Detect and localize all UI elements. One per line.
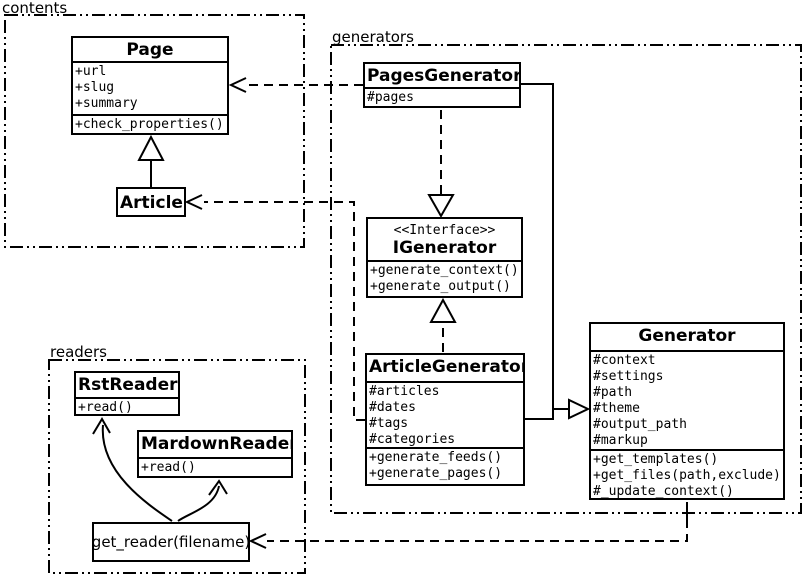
class-generator-methods: +get_templates() +get_files(path,exclude… (591, 451, 783, 498)
edge-articlegenerator-depends-article (184, 194, 365, 421)
function-box-get-reader: get_reader(filename) (92, 522, 250, 562)
class-article: Article (116, 187, 186, 217)
class-igenerator-head: <<Interface>> IGenerator (368, 219, 521, 262)
class-attribute: +slug (75, 80, 115, 95)
edge-getreader-to-mardownreader (177, 479, 228, 522)
class-method: +check_properties() (75, 117, 224, 132)
edge-article-inherits-page (137, 134, 165, 187)
class-method: +get_files(path,exclude) (593, 468, 781, 483)
edge-articlegenerator-inherits-generator (525, 398, 591, 420)
edge-pagesgenerator-realizes-igenerator (427, 110, 455, 219)
edge-articlegenerator-realizes-igenerator (429, 297, 457, 352)
edge-pagesgenerator-inherits-generator (521, 83, 554, 419)
class-method: +read() (141, 460, 196, 475)
class-igenerator-title: IGenerator (392, 238, 497, 258)
class-attribute: +url (75, 64, 107, 79)
edge-pagesgenerator-depends-page (228, 77, 363, 93)
class-attribute: #dates (369, 400, 416, 415)
interface-stereotype: <<Interface>> (393, 223, 496, 238)
class-generator: Generator #context #settings #path #them… (589, 322, 785, 500)
class-articlegenerator-attributes: #articles #dates #tags #categories (367, 383, 523, 449)
class-pagesgenerator-attributes: #pages (365, 89, 519, 106)
class-mardownreader: MardownReader +read() (137, 430, 293, 478)
class-page-methods: +check_properties() (73, 116, 227, 133)
class-method: #_update_context() (593, 484, 734, 498)
class-igenerator-methods: +generate_context() +generate_output() (368, 262, 521, 296)
package-border-generators (330, 44, 802, 514)
package-border-readers (48, 359, 306, 574)
class-page: Page +url +slug +summary +check_properti… (71, 36, 229, 135)
class-attribute: #context (593, 353, 656, 368)
class-attribute: #path (593, 385, 633, 400)
edge-getreader-to-rstreader (92, 417, 173, 522)
package-label-contents: contents (2, 0, 68, 17)
class-method: +generate_feeds() (369, 450, 503, 465)
class-attribute: #categories (369, 432, 456, 447)
class-generator-attributes: #context #settings #path #theme #output_… (591, 352, 783, 451)
class-pagesgenerator: PagesGenerator #pages (363, 62, 521, 108)
class-articlegenerator-methods: +generate_feeds() +generate_pages() (367, 449, 523, 484)
class-attribute: #output_path (593, 417, 687, 432)
package-label-readers: readers (50, 343, 107, 361)
class-method: +generate_pages() (369, 466, 503, 481)
class-method: +read() (78, 400, 133, 414)
class-pagesgenerator-title: PagesGenerator (365, 64, 519, 89)
class-attribute: #pages (367, 90, 414, 105)
class-attribute: +summary (75, 96, 138, 111)
class-mardownreader-methods: +read() (139, 459, 291, 476)
class-igenerator: <<Interface>> IGenerator +generate_conte… (366, 217, 523, 298)
class-articlegenerator-title: ArticleGenerator (367, 355, 523, 383)
class-page-attributes: +url +slug +summary (73, 63, 227, 116)
class-articlegenerator: ArticleGenerator #articles #dates #tags … (365, 353, 525, 486)
class-attribute: #settings (593, 369, 664, 384)
package-label-generators: generators (332, 28, 414, 46)
class-rstreader-title: RstReader (76, 373, 178, 399)
class-attribute: #articles (369, 384, 440, 399)
class-rstreader: RstReader +read() (74, 371, 180, 416)
class-attribute: #theme (593, 401, 640, 416)
class-method: +get_templates() (593, 452, 719, 467)
class-page-title: Page (73, 38, 227, 63)
class-mardownreader-title: MardownReader (139, 432, 291, 459)
class-rstreader-methods: +read() (76, 399, 178, 414)
class-generator-title: Generator (591, 324, 783, 352)
class-method: +generate_context() (370, 263, 519, 278)
class-article-title: Article (120, 192, 183, 213)
class-attribute: #tags (369, 416, 409, 431)
package-border-contents (4, 14, 305, 248)
class-method: +generate_output() (370, 279, 511, 294)
edge-generator-depends-getreader (248, 502, 688, 549)
class-attribute: #markup (593, 433, 648, 448)
